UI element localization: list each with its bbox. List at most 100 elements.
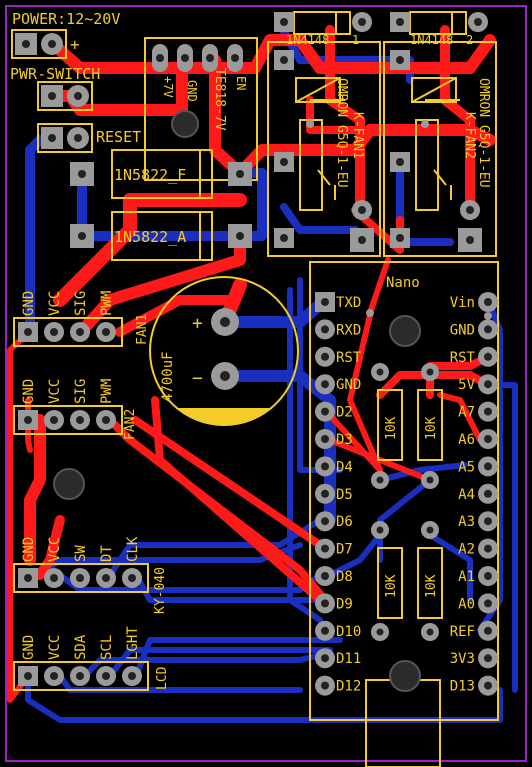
fan1-pin-label-3: PWM [99,291,115,316]
nano-right-pin-label-7: A4 [458,487,475,503]
power-plus-label: + [70,35,80,54]
nano-right-pin-label-10: A1 [458,569,475,585]
regulator-en-label: EN [234,76,248,90]
reset-label: RESET [96,128,141,146]
fan1-pads [18,322,116,342]
diode2-label: 1N4148 [410,33,453,47]
capacitor-pads [211,308,239,390]
resistor-4-label: 10K [424,574,439,598]
encoder-name: KY-040 [153,567,168,614]
capacitor-negative-band [176,408,272,426]
fan1-pin-label-0: GND [21,291,37,316]
fan2-name: FAN2 [123,409,138,440]
nano-right-pin-label-14: D13 [450,679,475,695]
lcd-pads [18,666,142,686]
relay1-name: K-FAN1 [350,112,365,159]
nano-left-pin-label-10: D8 [336,569,353,585]
nano-left-pin-label-4: D2 [336,405,353,421]
nano-left-pin-label-7: D5 [336,487,353,503]
power-connector-outline [11,29,67,59]
fan1-name: FAN1 [135,314,150,345]
pads [15,12,498,696]
regulator-gnd-label: GND [185,80,199,102]
resistor-2-label: 10K [424,416,439,440]
nano-left-pin-label-11: D9 [336,596,353,612]
resistor-4-outline [417,547,443,619]
fan2-pads [18,410,116,430]
power-label: POWER:12~20V [12,10,120,28]
nano-right-pin-label-8: A3 [458,514,475,530]
nano-left-pin-label-1: RXD [336,322,361,338]
regulator-pads [152,44,243,138]
nano-right-pin-label-5: A6 [458,432,475,448]
schottky-f-label: 1N5822_F [114,166,186,184]
relay2-outline [383,41,497,257]
nano-right-pin-label-3: 5V [458,377,475,393]
fan1-connector-outline [13,317,123,347]
capacitor-plus-label: + [192,313,203,334]
fan2-pin-label-0: GND [21,379,37,404]
nano-outline [309,261,499,721]
nano-left-pin-label-2: RST [336,350,362,366]
nano-left-pin-label-3: GND [336,377,361,393]
regulator-plus7v-label: +7V [161,76,175,98]
schottky-a-outline [111,211,213,261]
nano-right-pin-label-6: A5 [458,459,475,475]
relay1-pads [274,50,374,252]
nano-right-pin-label-13: 3V3 [450,651,475,667]
relay-markings [295,77,457,200]
schottky-a-label: 1N5822_A [114,228,186,246]
relay2-label: OMRON G5Q-1-EU [476,78,491,188]
schottky-f-outline [111,149,213,199]
diode1-number: 1 [352,33,359,47]
lcd-pin-label-3: SCL [99,635,115,660]
reset-pads [41,127,89,149]
nano-title: Nano [386,275,420,291]
resistor-pads [371,363,439,641]
silkscreen-text: POWER:12~20V + PWR-SWITCH RESET 1N4148 1… [10,10,491,695]
encoder-pin-label-2: SW [73,545,89,562]
capacitor-minus-label: − [192,368,203,389]
nano-left-pin-label-0: TXD [336,295,361,311]
reset-outline [37,123,93,153]
nano-right-pin-label-12: REF [450,624,475,640]
fan2-pin-label-3: PWM [99,379,115,404]
fan1-pin-labels: GND VCC SIG PWM [21,291,115,316]
vias [306,120,492,320]
diode1-label: 1N4148 [286,33,329,47]
schottky-pads [70,162,252,248]
regulator-name: TE818-7V [212,68,227,131]
relay2-pads [390,50,482,252]
nano-right-pin-label-9: A2 [458,542,475,558]
encoder-pin-label-0: GND [21,537,37,562]
nano-right-pin-label-1: GND [450,322,475,338]
fan2-connector-outline [13,405,123,435]
nano-right-pin-label-0: Vin [450,295,475,311]
nano-left-pin-label-5: D3 [336,432,353,448]
lcd-connector-outline [13,661,149,691]
regulator-mount-hole [171,110,199,138]
lcd-pin-label-4: LGHT [125,626,141,660]
fan2-pin-labels: GND VCC SIG PWM [21,379,115,404]
nano-left-pin-label-12: D10 [336,624,361,640]
nano-left-pin-label-6: D4 [336,459,353,475]
mount-holes [53,315,421,692]
bottom-copper-layer [25,26,518,723]
pwr-switch-outline [37,81,93,111]
pwr-switch-label: PWR-SWITCH [10,65,100,83]
nano-right-pin-label-11: A0 [458,596,475,612]
fan1-pin-label-1: VCC [47,291,63,316]
capacitor-value: 4700uF [160,351,176,402]
fan1-pin-label-2: SIG [73,291,89,316]
fan2-pin-label-1: VCC [47,379,63,404]
nano-right-pin-label-4: A7 [458,405,475,421]
encoder-connector-outline [13,563,149,593]
nano-left-pin-label-8: D6 [336,514,353,530]
fan2-pin-label-2: SIG [73,379,89,404]
power-pads [15,33,63,55]
relay1-outline [267,41,381,257]
lcd-pin-label-1: VCC [47,635,63,660]
